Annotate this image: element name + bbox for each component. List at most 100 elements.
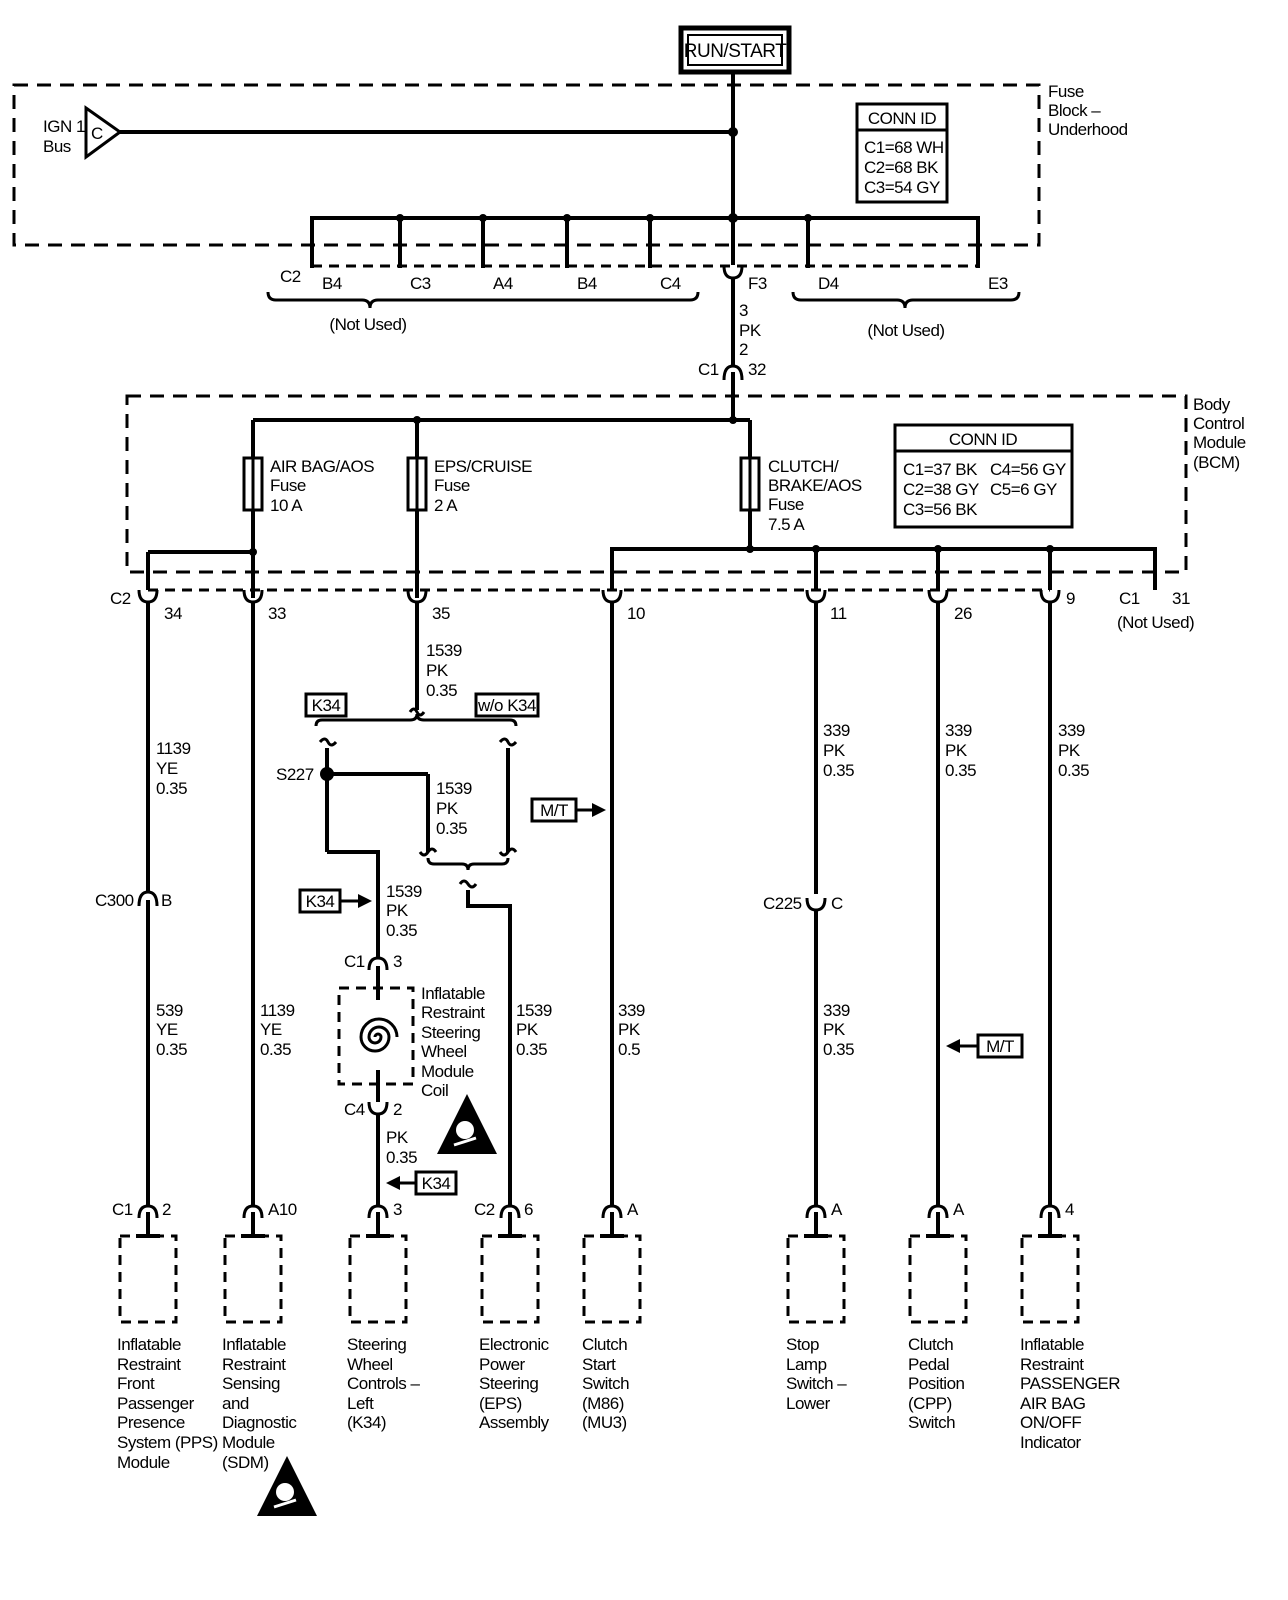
svg-text:PK: PK [823,1020,846,1039]
svg-text:0.35: 0.35 [436,819,467,838]
svg-text:Inflatable: Inflatable [117,1335,181,1354]
svg-text:(M86): (M86) [582,1394,624,1413]
coil-c4-connector-icon [367,1101,389,1116]
c300-pin: B [161,891,172,910]
svg-text:AIR BAG: AIR BAG [1020,1394,1085,1413]
svg-text:Wheel: Wheel [421,1042,467,1061]
svg-text:Module: Module [1193,433,1246,452]
svg-text:Inflatable: Inflatable [222,1335,286,1354]
option-k34-box: K34 [304,692,348,718]
svg-text:Lower: Lower [786,1394,831,1413]
f3-terminal-icon [722,265,744,280]
svg-text:Switch: Switch [582,1374,629,1393]
svg-text:Underhood: Underhood [1048,120,1128,139]
svg-text:Assembly: Assembly [479,1413,550,1432]
svg-text:Restraint: Restraint [222,1355,286,1374]
svg-text:C2: C2 [474,1200,495,1219]
bcm-c1-not-used: (Not Used) [1117,613,1194,632]
svg-text:339: 339 [823,721,850,740]
svg-text:CONN ID: CONN ID [868,109,937,128]
svg-text:w/o K34: w/o K34 [477,696,536,715]
svg-text:Body: Body [1193,395,1231,414]
wire-1539-k34 [327,850,380,958]
svg-text:1139: 1139 [260,1001,295,1020]
svg-text:C3: C3 [410,274,431,293]
svg-text:AIR BAG/AOS: AIR BAG/AOS [270,457,374,476]
ign-bus-label: IGN 1 Bus [43,117,85,156]
c225-connector-icon [805,897,827,912]
run-start-box: RUN/START [678,25,792,75]
bcm-c1-pin-right: 31 [1172,589,1190,608]
svg-text:A4: A4 [493,274,513,293]
wire-1539-k34-label: 1539 PK 0.35 [386,882,422,940]
svg-text:10 A: 10 A [270,496,303,515]
svg-text:ON/OFF: ON/OFF [1020,1413,1081,1432]
fuse-eps-cruise: EPS/CRUISE Fuse 2 A [406,420,533,598]
svg-text:PK: PK [739,321,762,340]
svg-text:0.35: 0.35 [823,1040,854,1059]
components: C1 2 Inflatable Restraint Front Passenge… [112,1200,1121,1516]
svg-text:11: 11 [830,604,847,623]
svg-text:M/T: M/T [986,1037,1014,1056]
option-k34-arrow-1: K34 [298,888,372,914]
svg-text:Steering: Steering [421,1023,480,1042]
wire-339-b-label: 339 PK 0.35 [945,721,977,780]
svg-text:34: 34 [164,604,182,623]
svg-text:EPS/CRUISE: EPS/CRUISE [434,457,532,476]
option-wo-k34-box: w/o K34 [474,692,540,718]
svg-text:339: 339 [823,1001,850,1020]
svg-text:K34: K34 [312,696,341,715]
svg-text:339: 339 [945,721,972,740]
svg-text:26: 26 [954,604,972,623]
svg-text:Control: Control [1193,414,1244,433]
component-passenger-airbag-indicator: 4 Inflatable Restraint PASSENGER AIR BAG… [1020,1200,1121,1452]
svg-text:K34: K34 [422,1174,451,1193]
svg-text:Left: Left [347,1394,374,1413]
wire-339-d-label: 339 PK 0.35 [823,1001,855,1059]
svg-text:2: 2 [162,1200,171,1219]
svg-text:(MU3): (MU3) [582,1413,627,1432]
svg-text:Lamp: Lamp [786,1355,827,1374]
svg-text:E3: E3 [988,274,1008,293]
svg-text:PK: PK [1058,741,1081,760]
coil-label: Inflatable Restraint Steering Wheel Modu… [421,984,486,1100]
bcm-c1-terminal-icon [722,364,744,381]
svg-text:4: 4 [1065,1200,1074,1219]
svg-text:Sensing: Sensing [222,1374,280,1393]
svg-text:Module: Module [117,1453,170,1472]
svg-text:Electronic: Electronic [479,1335,550,1354]
svg-text:A: A [831,1200,843,1219]
svg-text:(K34): (K34) [347,1413,386,1432]
svg-text:PK: PK [618,1020,641,1039]
not-used-left-label: (Not Used) [329,315,406,334]
wire-339-c-label: 339 PK 0.35 [1058,721,1090,780]
svg-text:7.5 A: 7.5 A [768,515,805,534]
svg-text:539: 539 [156,1001,183,1020]
svg-text:(SDM): (SDM) [222,1453,269,1472]
bcm-c2-label: C2 [110,589,131,608]
svg-text:Restraint: Restraint [1020,1355,1084,1374]
bcm-clutch-bus-stubs [610,545,1157,590]
svg-text:Pedal: Pedal [908,1355,949,1374]
svg-text:Steering: Steering [479,1374,538,1393]
svg-text:1539: 1539 [386,882,422,901]
svg-text:(EPS): (EPS) [479,1394,522,1413]
fuse-block-title: Fuse Block – Underhood [1048,82,1128,139]
bcm-c2-terminals [137,589,1061,604]
svg-text:Inflatable: Inflatable [1020,1335,1084,1354]
wire-1539-eps [466,890,512,1206]
svg-text:A: A [627,1200,639,1219]
ign-bus-letter: C [91,124,103,143]
fuse-block-outline [12,83,1041,247]
svg-text:0.35: 0.35 [156,779,187,798]
svg-text:Switch: Switch [908,1413,955,1432]
svg-text:B4: B4 [322,274,342,293]
svg-text:0.35: 0.35 [945,761,976,780]
svg-text:Bus: Bus [43,137,71,156]
svg-text:F3: F3 [748,274,767,293]
svg-text:PK: PK [426,661,449,680]
svg-text:YE: YE [260,1020,282,1039]
svg-text:1539: 1539 [436,779,472,798]
option-mt-arrow-2: M/T [946,1033,1024,1059]
coil-c1-connector-icon [367,956,389,971]
